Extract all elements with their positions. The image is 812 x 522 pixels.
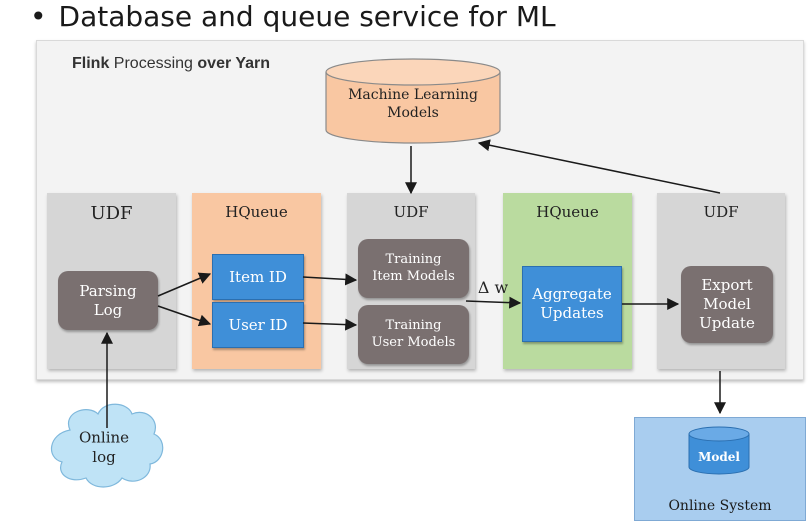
item-id-box: Item ID [212,254,304,300]
arrow-user-id-to-training-user [302,318,358,331]
heading-text: Database and queue service for ML [58,0,556,33]
panel-title: Flink Processing over Yarn [72,55,270,73]
column-label: UDF [393,203,429,221]
slide-heading: • Database and queue service for ML [30,0,556,33]
model-label: Model [698,450,740,464]
online-system-label: Online System [668,498,772,514]
training-user-models-box: Training User Models [358,305,469,364]
column-label: HQueue [225,203,288,221]
panel-title-flink: Flink [72,55,110,72]
column-label: UDF [90,203,133,224]
heading-bullet: • [30,0,47,33]
parsing-log-box: Parsing Log [58,271,158,330]
delta-w-label: Δ w [478,278,509,297]
arrow-parsing-to-item-id [157,272,212,297]
arrow-item-id-to-training-item [302,273,358,286]
aggregate-updates-label: Aggregate Updates [532,285,612,322]
export-model-update-box: Export Model Update [681,266,773,343]
arrow-training-to-aggregate [465,296,522,309]
model-cylinder: Model [688,426,750,475]
panel-title-processing: Processing [109,55,198,72]
user-id-label: User ID [228,315,288,334]
column-label: UDF [703,203,739,221]
column-label: HQueue [536,203,599,221]
item-id-label: Item ID [229,267,287,286]
training-user-models-label: Training User Models [371,318,456,350]
aggregate-updates-box: Aggregate Updates [522,266,622,342]
arrow-parsing-to-user-id [157,305,212,327]
arrow-export-to-ml-models [477,139,721,194]
training-item-models-label: Training Item Models [372,252,455,284]
panel-title-over-yarn: over Yarn [197,55,271,72]
user-id-box: User ID [212,302,304,348]
training-item-models-box: Training Item Models [358,239,469,298]
parsing-log-label: Parsing Log [79,281,137,319]
export-model-update-label: Export Model Update [699,276,755,332]
